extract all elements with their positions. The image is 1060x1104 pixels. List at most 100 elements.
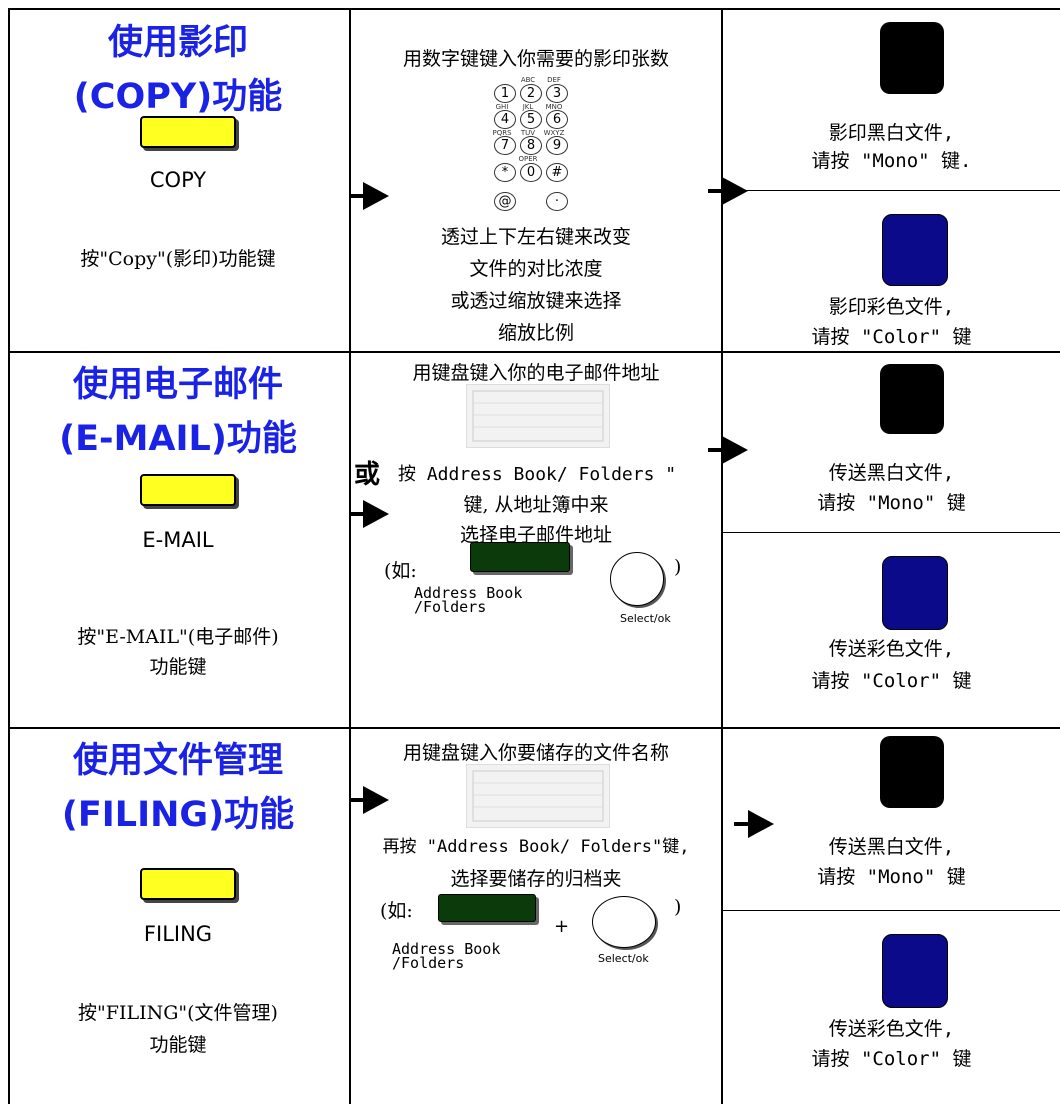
keypad-key-7[interactable]: 7 (494, 136, 516, 155)
email-title-line2: (E-MAIL)功能 (59, 419, 297, 459)
email-instruction-line2: 功能键 (149, 656, 207, 678)
keypad-letters-mno: MNO (545, 103, 563, 111)
table-border-left (8, 8, 10, 1104)
numeric-keypad: ABC DEF 1 2 3 GHI JKL MNO 4 5 6 PQRS TUV… (490, 76, 590, 216)
filing-button-label: FILING (143, 922, 213, 946)
keypad-letters-tuv: TUV (520, 129, 536, 137)
keypad-key-at[interactable]: @ (494, 192, 516, 211)
arrow-right-icon (734, 810, 774, 840)
copy-middle-line4: 或透过缩放键来选择 (450, 290, 622, 312)
email-example-open: (如: (384, 560, 417, 582)
filing-address-label-1: Address Book (392, 940, 501, 958)
address-book-folders-button[interactable] (470, 542, 570, 572)
filing-example-close: ) (674, 896, 682, 918)
keypad-key-dot[interactable]: · (546, 192, 568, 211)
copy-middle-line5: 缩放比例 (497, 322, 574, 344)
copy-mono-line2: 请按 "Mono" 键. (811, 150, 972, 172)
plus-sign: + (554, 916, 570, 937)
keypad-key-star[interactable]: * (494, 163, 516, 182)
email-middle-line4: 选择电子邮件地址 (459, 524, 612, 546)
keyboard-image (466, 384, 610, 448)
column-divider-2 (721, 8, 723, 1104)
keypad-key-3[interactable]: 3 (546, 84, 568, 103)
copy-middle-line1: 用数字键键入你需要的影印张数 (402, 48, 669, 70)
email-select-label: Select/ok (620, 612, 671, 625)
filing-mono-line2: 请按 "Mono" 键 (817, 866, 966, 888)
copy-middle-line2: 透过上下左右键来改变 (440, 226, 631, 248)
filing-example-open: (如: (380, 900, 413, 922)
email-button[interactable] (140, 474, 236, 506)
copy-title-line1: 使用影印 (107, 23, 248, 63)
email-address-label-2: /Folders (414, 598, 487, 616)
mono-key[interactable] (880, 364, 944, 434)
email-middle-line2: 按 Address Book/ Folders " (398, 464, 677, 485)
color-key[interactable] (882, 934, 948, 1008)
arrow-right-icon (349, 786, 389, 816)
copy-color-line1: 影印彩色文件, (828, 296, 955, 318)
mono-key[interactable] (880, 736, 944, 808)
arrow-right-icon (349, 182, 389, 212)
select-ok-button[interactable] (592, 896, 656, 948)
filing-instruction-line1: 按"FILING"(文件管理) (78, 1002, 278, 1024)
filing-color-line1: 传送彩色文件, (828, 1018, 955, 1040)
copy-title-line2: (COPY)功能 (73, 77, 283, 117)
filing-middle-line3: 选择要储存的归档夹 (450, 868, 622, 890)
filing-title-line1: 使用文件管理 (72, 741, 283, 781)
keypad-letters-oper: OPER (518, 155, 538, 163)
right-subdivider-1 (721, 190, 1060, 191)
table-border-top (8, 8, 1060, 10)
keypad-key-9[interactable]: 9 (546, 136, 568, 155)
keypad-letters-abc: ABC (520, 76, 536, 84)
keypad-key-5[interactable]: 5 (520, 110, 542, 129)
select-ok-button[interactable] (610, 552, 664, 606)
email-address-label-1: Address Book (414, 584, 523, 602)
keypad-key-6[interactable]: 6 (546, 110, 568, 129)
email-title-line1: 使用电子邮件 (72, 365, 283, 405)
keypad-key-hash[interactable]: # (546, 163, 568, 182)
filing-middle-line2: 再按 "Address Book/ Folders"键, (382, 837, 690, 857)
filing-button[interactable] (140, 868, 236, 900)
filing-mono-line1: 传送黑白文件, (828, 836, 955, 858)
keypad-key-4[interactable]: 4 (494, 110, 516, 129)
row-divider-1 (8, 351, 1060, 353)
keypad-letters-wxyz: WXYZ (543, 129, 565, 137)
email-middle-line3: 键, 从地址簿中来 (463, 494, 609, 516)
keypad-key-8[interactable]: 8 (520, 136, 542, 155)
filing-instruction-line2: 功能键 (149, 1034, 207, 1056)
copy-mono-line1: 影印黑白文件, (828, 122, 955, 144)
keypad-letters-ghi: GHI (495, 103, 509, 111)
filing-color-line2: 请按 "Color" 键 (811, 1048, 972, 1070)
color-key[interactable] (882, 556, 948, 630)
copy-color-line2: 请按 "Color" 键 (811, 326, 972, 348)
copy-button-label: COPY (149, 168, 207, 192)
copy-middle-line3: 文件的对比浓度 (469, 258, 603, 280)
right-subdivider-3 (721, 910, 1060, 911)
email-instruction-line1: 按"E-MAIL"(电子邮件) (77, 626, 279, 648)
email-color-line2: 请按 "Color" 键 (811, 670, 972, 692)
column-divider-1 (349, 8, 351, 1104)
arrow-right-icon (349, 500, 389, 530)
arrow-right-icon (708, 436, 748, 466)
filing-title-line2: (FILING)功能 (61, 795, 295, 835)
arrow-right-icon (708, 177, 748, 207)
address-book-folders-button[interactable] (438, 894, 536, 922)
email-or-label: 或 (354, 460, 381, 490)
email-example-close: ) (674, 556, 682, 578)
keypad-key-1[interactable]: 1 (494, 84, 516, 103)
keypad-letters-def: DEF (547, 76, 561, 84)
keypad-key-0[interactable]: 0 (520, 163, 542, 182)
color-key[interactable] (882, 214, 948, 286)
mono-key[interactable] (880, 22, 944, 94)
keypad-letters-jkl: JKL (522, 103, 534, 111)
keypad-letters-pqrs: PQRS (492, 129, 512, 137)
copy-instruction: 按"Copy"(影印)功能键 (80, 248, 276, 270)
keyboard-image (466, 764, 610, 828)
email-mono-line1: 传送黑白文件, (828, 462, 955, 484)
filing-middle-line1: 用键盘键入你要储存的文件名称 (402, 742, 669, 764)
email-color-line1: 传送彩色文件, (828, 638, 955, 660)
copy-button[interactable] (140, 116, 236, 148)
row-divider-2 (8, 727, 1060, 729)
email-mono-line2: 请按 "Mono" 键 (817, 492, 966, 514)
email-button-label: E-MAIL (142, 528, 214, 552)
keypad-key-2[interactable]: 2 (520, 84, 542, 103)
